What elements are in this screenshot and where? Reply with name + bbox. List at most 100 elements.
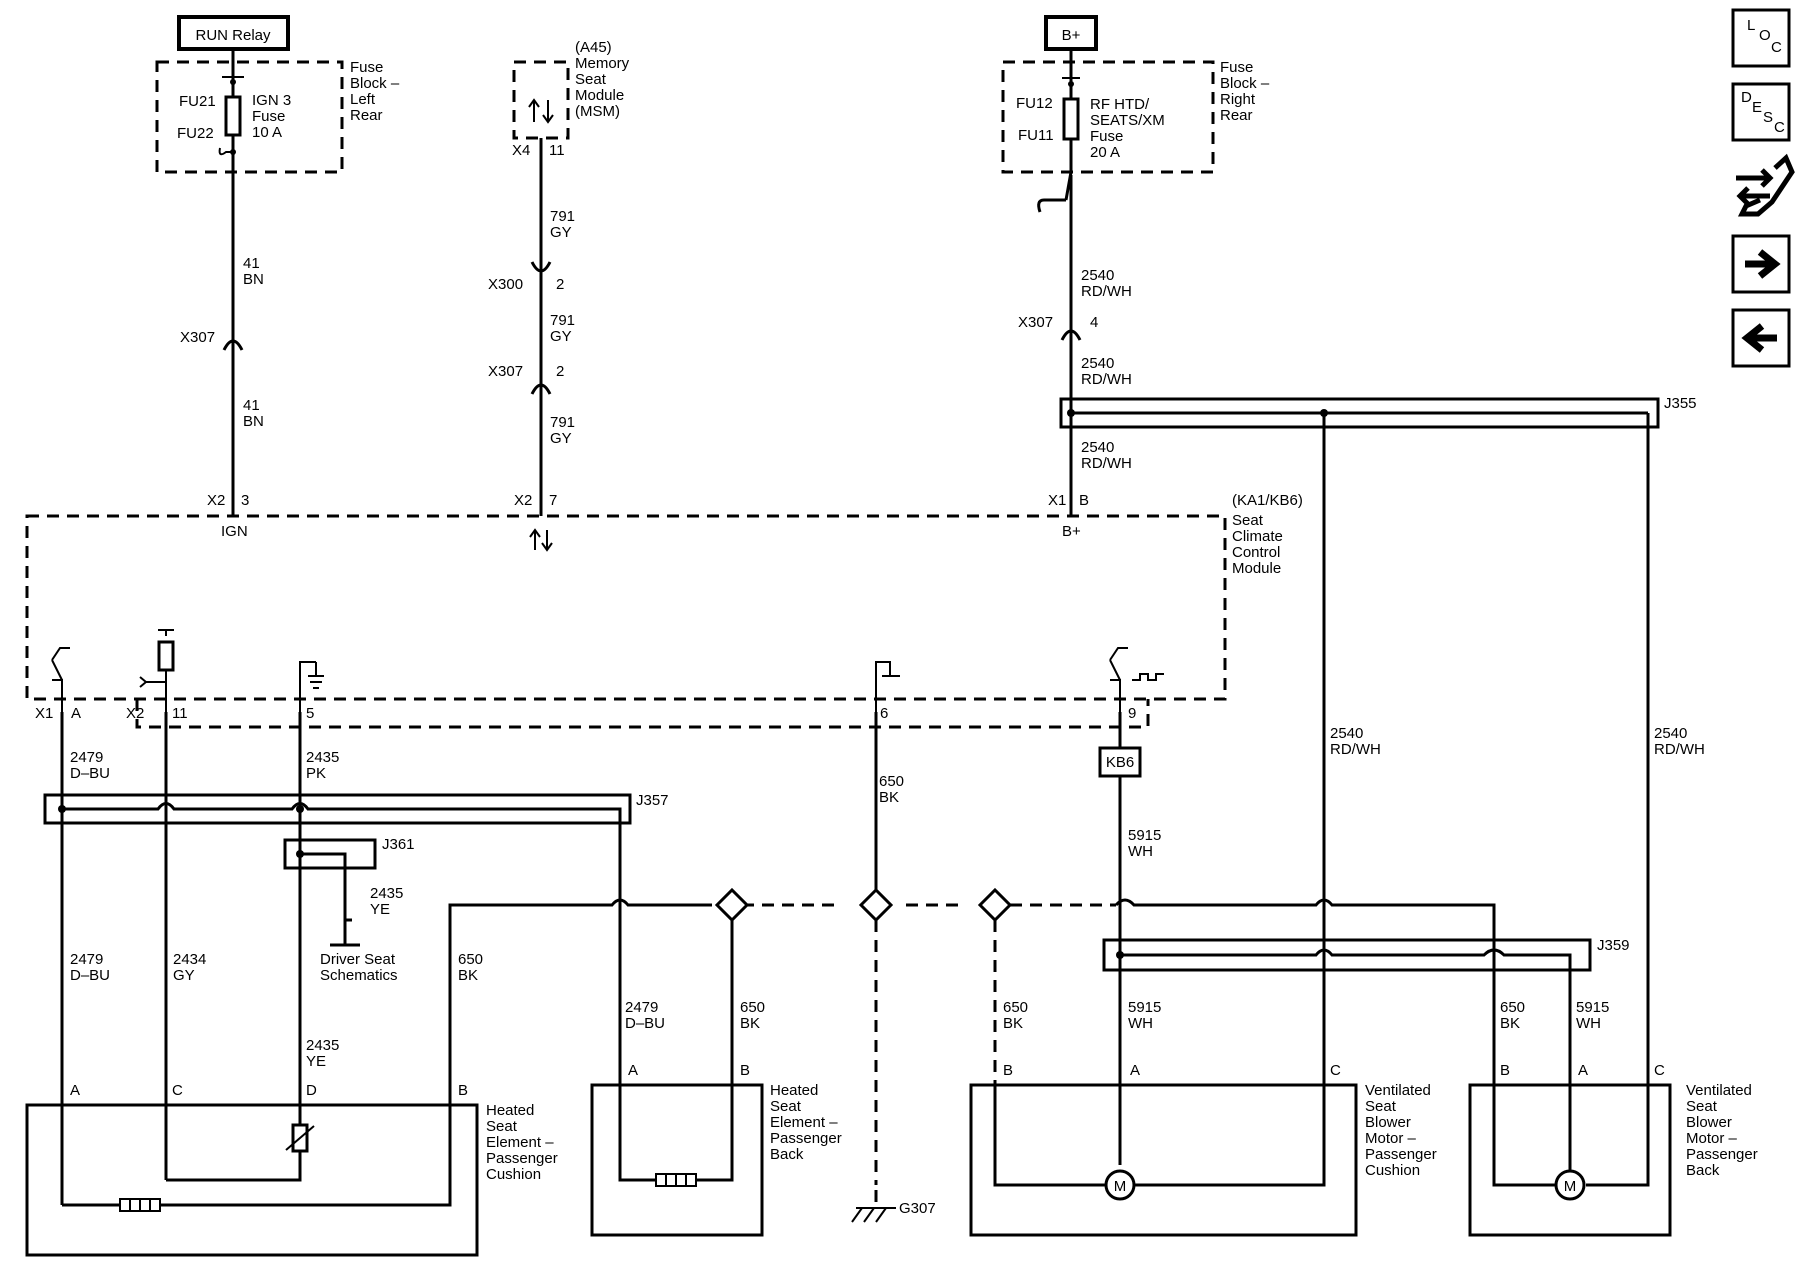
svg-text:2540: 2540: [1081, 267, 1114, 284]
svg-text:Back: Back: [1686, 1162, 1720, 1179]
svg-text:650: 650: [1003, 999, 1028, 1016]
svg-text:Element –: Element –: [486, 1134, 554, 1151]
svg-text:2479: 2479: [70, 951, 103, 968]
svg-text:X307: X307: [180, 329, 215, 346]
svg-text:2435: 2435: [370, 885, 403, 902]
svg-text:11: 11: [549, 142, 565, 159]
svg-text:9: 9: [1128, 705, 1136, 722]
svg-text:D: D: [306, 1082, 317, 1099]
arrow-right-icon: [1745, 249, 1781, 279]
fuse-block-left-rear: FU21 FU22 IGN 3 Fuse 10 A Fuse Block – L…: [155, 49, 400, 490]
lower-wiring: 2479 D–BU 2435 PK J357 J361 2435 YE Driv…: [43, 712, 1705, 1223]
b-plus-label: B+: [1062, 27, 1081, 44]
svg-text:J357: J357: [636, 792, 669, 809]
svg-text:Blower: Blower: [1686, 1114, 1732, 1131]
svg-text:Passenger: Passenger: [1365, 1146, 1437, 1163]
svg-text:WH: WH: [1576, 1015, 1601, 1032]
svg-text:(KA1/KB6): (KA1/KB6): [1232, 492, 1303, 509]
svg-text:Cushion: Cushion: [1365, 1162, 1420, 1179]
arrow-left-icon: [1741, 323, 1777, 353]
svg-text:RD/WH: RD/WH: [1081, 371, 1132, 388]
svg-text:Seat: Seat: [770, 1098, 802, 1115]
svg-text:Control: Control: [1232, 544, 1280, 561]
svg-text:D–BU: D–BU: [70, 967, 110, 984]
svg-text:IGN: IGN: [221, 523, 248, 540]
svg-text:Ventilated: Ventilated: [1365, 1082, 1431, 1099]
svg-text:J361: J361: [382, 836, 415, 853]
svg-text:Memory: Memory: [575, 55, 630, 72]
wrench-arrows-icon[interactable]: [1736, 153, 1795, 217]
svg-text:X2: X2: [514, 492, 532, 509]
svg-text:Seat: Seat: [486, 1118, 518, 1135]
svg-text:BN: BN: [243, 271, 264, 288]
svg-text:D: D: [1741, 89, 1752, 106]
svg-text:791: 791: [550, 208, 575, 225]
svg-text:2479: 2479: [70, 749, 103, 766]
svg-text:Back: Back: [770, 1146, 804, 1163]
svg-text:C: C: [1654, 1062, 1665, 1079]
svg-text:RD/WH: RD/WH: [1081, 283, 1132, 300]
svg-text:Fuse: Fuse: [252, 108, 285, 125]
svg-text:Right: Right: [1220, 91, 1256, 108]
svg-text:RF HTD/: RF HTD/: [1090, 96, 1150, 113]
next-page-button[interactable]: [1731, 234, 1791, 294]
svg-text:SEATS/XM: SEATS/XM: [1090, 112, 1165, 129]
location-button[interactable]: L O C: [1731, 8, 1791, 68]
svg-text:Element –: Element –: [770, 1114, 838, 1131]
svg-text:GY: GY: [550, 430, 572, 447]
svg-text:Rear: Rear: [350, 107, 383, 124]
svg-text:791: 791: [550, 312, 575, 329]
svg-text:WH: WH: [1128, 843, 1153, 860]
svg-text:791: 791: [550, 414, 575, 431]
seat-climate-control-module: X2 3 IGN X2 7 X1 B B+ (KA1/KB6) Seat Cli…: [25, 492, 1303, 729]
svg-text:11: 11: [172, 705, 188, 722]
fu22-label: FU22: [177, 125, 214, 142]
svg-text:BK: BK: [879, 789, 899, 806]
svg-text:650: 650: [1500, 999, 1525, 1016]
svg-text:PK: PK: [306, 765, 326, 782]
svg-text:BK: BK: [740, 1015, 760, 1032]
svg-text:WH: WH: [1128, 1015, 1153, 1032]
svg-text:A: A: [70, 1082, 80, 1099]
svg-text:D–BU: D–BU: [70, 765, 110, 782]
svg-text:5: 5: [306, 705, 314, 722]
svg-text:Module: Module: [1232, 560, 1281, 577]
svg-text:X1: X1: [1048, 492, 1066, 509]
svg-text:(MSM): (MSM): [575, 103, 620, 120]
run-relay-label: RUN Relay: [195, 27, 271, 44]
svg-text:(A45): (A45): [575, 39, 612, 56]
run-relay-box: RUN Relay: [177, 15, 290, 51]
svg-text:650: 650: [879, 773, 904, 790]
svg-text:650: 650: [740, 999, 765, 1016]
svg-text:Heated: Heated: [770, 1082, 818, 1099]
svg-text:2: 2: [556, 276, 564, 293]
description-button[interactable]: D E S C: [1731, 82, 1791, 142]
svg-text:A: A: [1130, 1062, 1140, 1079]
ventilated-blower-cushion: B A C M Ventilated Seat Blower Motor – P…: [969, 900, 1437, 1237]
svg-text:L: L: [1747, 17, 1755, 34]
svg-text:10 A: 10 A: [252, 124, 282, 141]
svg-text:5915: 5915: [1128, 999, 1161, 1016]
svg-text:B+: B+: [1062, 523, 1081, 540]
svg-text:A: A: [628, 1062, 638, 1079]
memory-seat-module: (A45) Memory Seat Module (MSM) X4 11: [512, 39, 630, 490]
svg-text:Passenger: Passenger: [1686, 1146, 1758, 1163]
svg-text:6: 6: [880, 705, 888, 722]
previous-page-button[interactable]: [1731, 308, 1791, 368]
svg-text:Module: Module: [575, 87, 624, 104]
svg-text:IGN 3: IGN 3: [252, 92, 291, 109]
svg-text:E: E: [1752, 99, 1762, 116]
svg-text:2540: 2540: [1081, 355, 1114, 372]
svg-text:Climate: Climate: [1232, 528, 1283, 545]
svg-text:Passenger: Passenger: [770, 1130, 842, 1147]
svg-text:Left: Left: [350, 91, 376, 108]
svg-text:Driver Seat: Driver Seat: [320, 951, 396, 968]
svg-text:Motor –: Motor –: [1686, 1130, 1738, 1147]
svg-text:B: B: [1079, 492, 1089, 509]
svg-text:A: A: [71, 705, 81, 722]
heated-seat-back: A B Heated Seat Element – Passenger Back: [590, 900, 842, 1237]
svg-text:A: A: [1578, 1062, 1588, 1079]
j355-splice: J355: [1059, 395, 1697, 1090]
svg-text:Block –: Block –: [1220, 75, 1270, 92]
